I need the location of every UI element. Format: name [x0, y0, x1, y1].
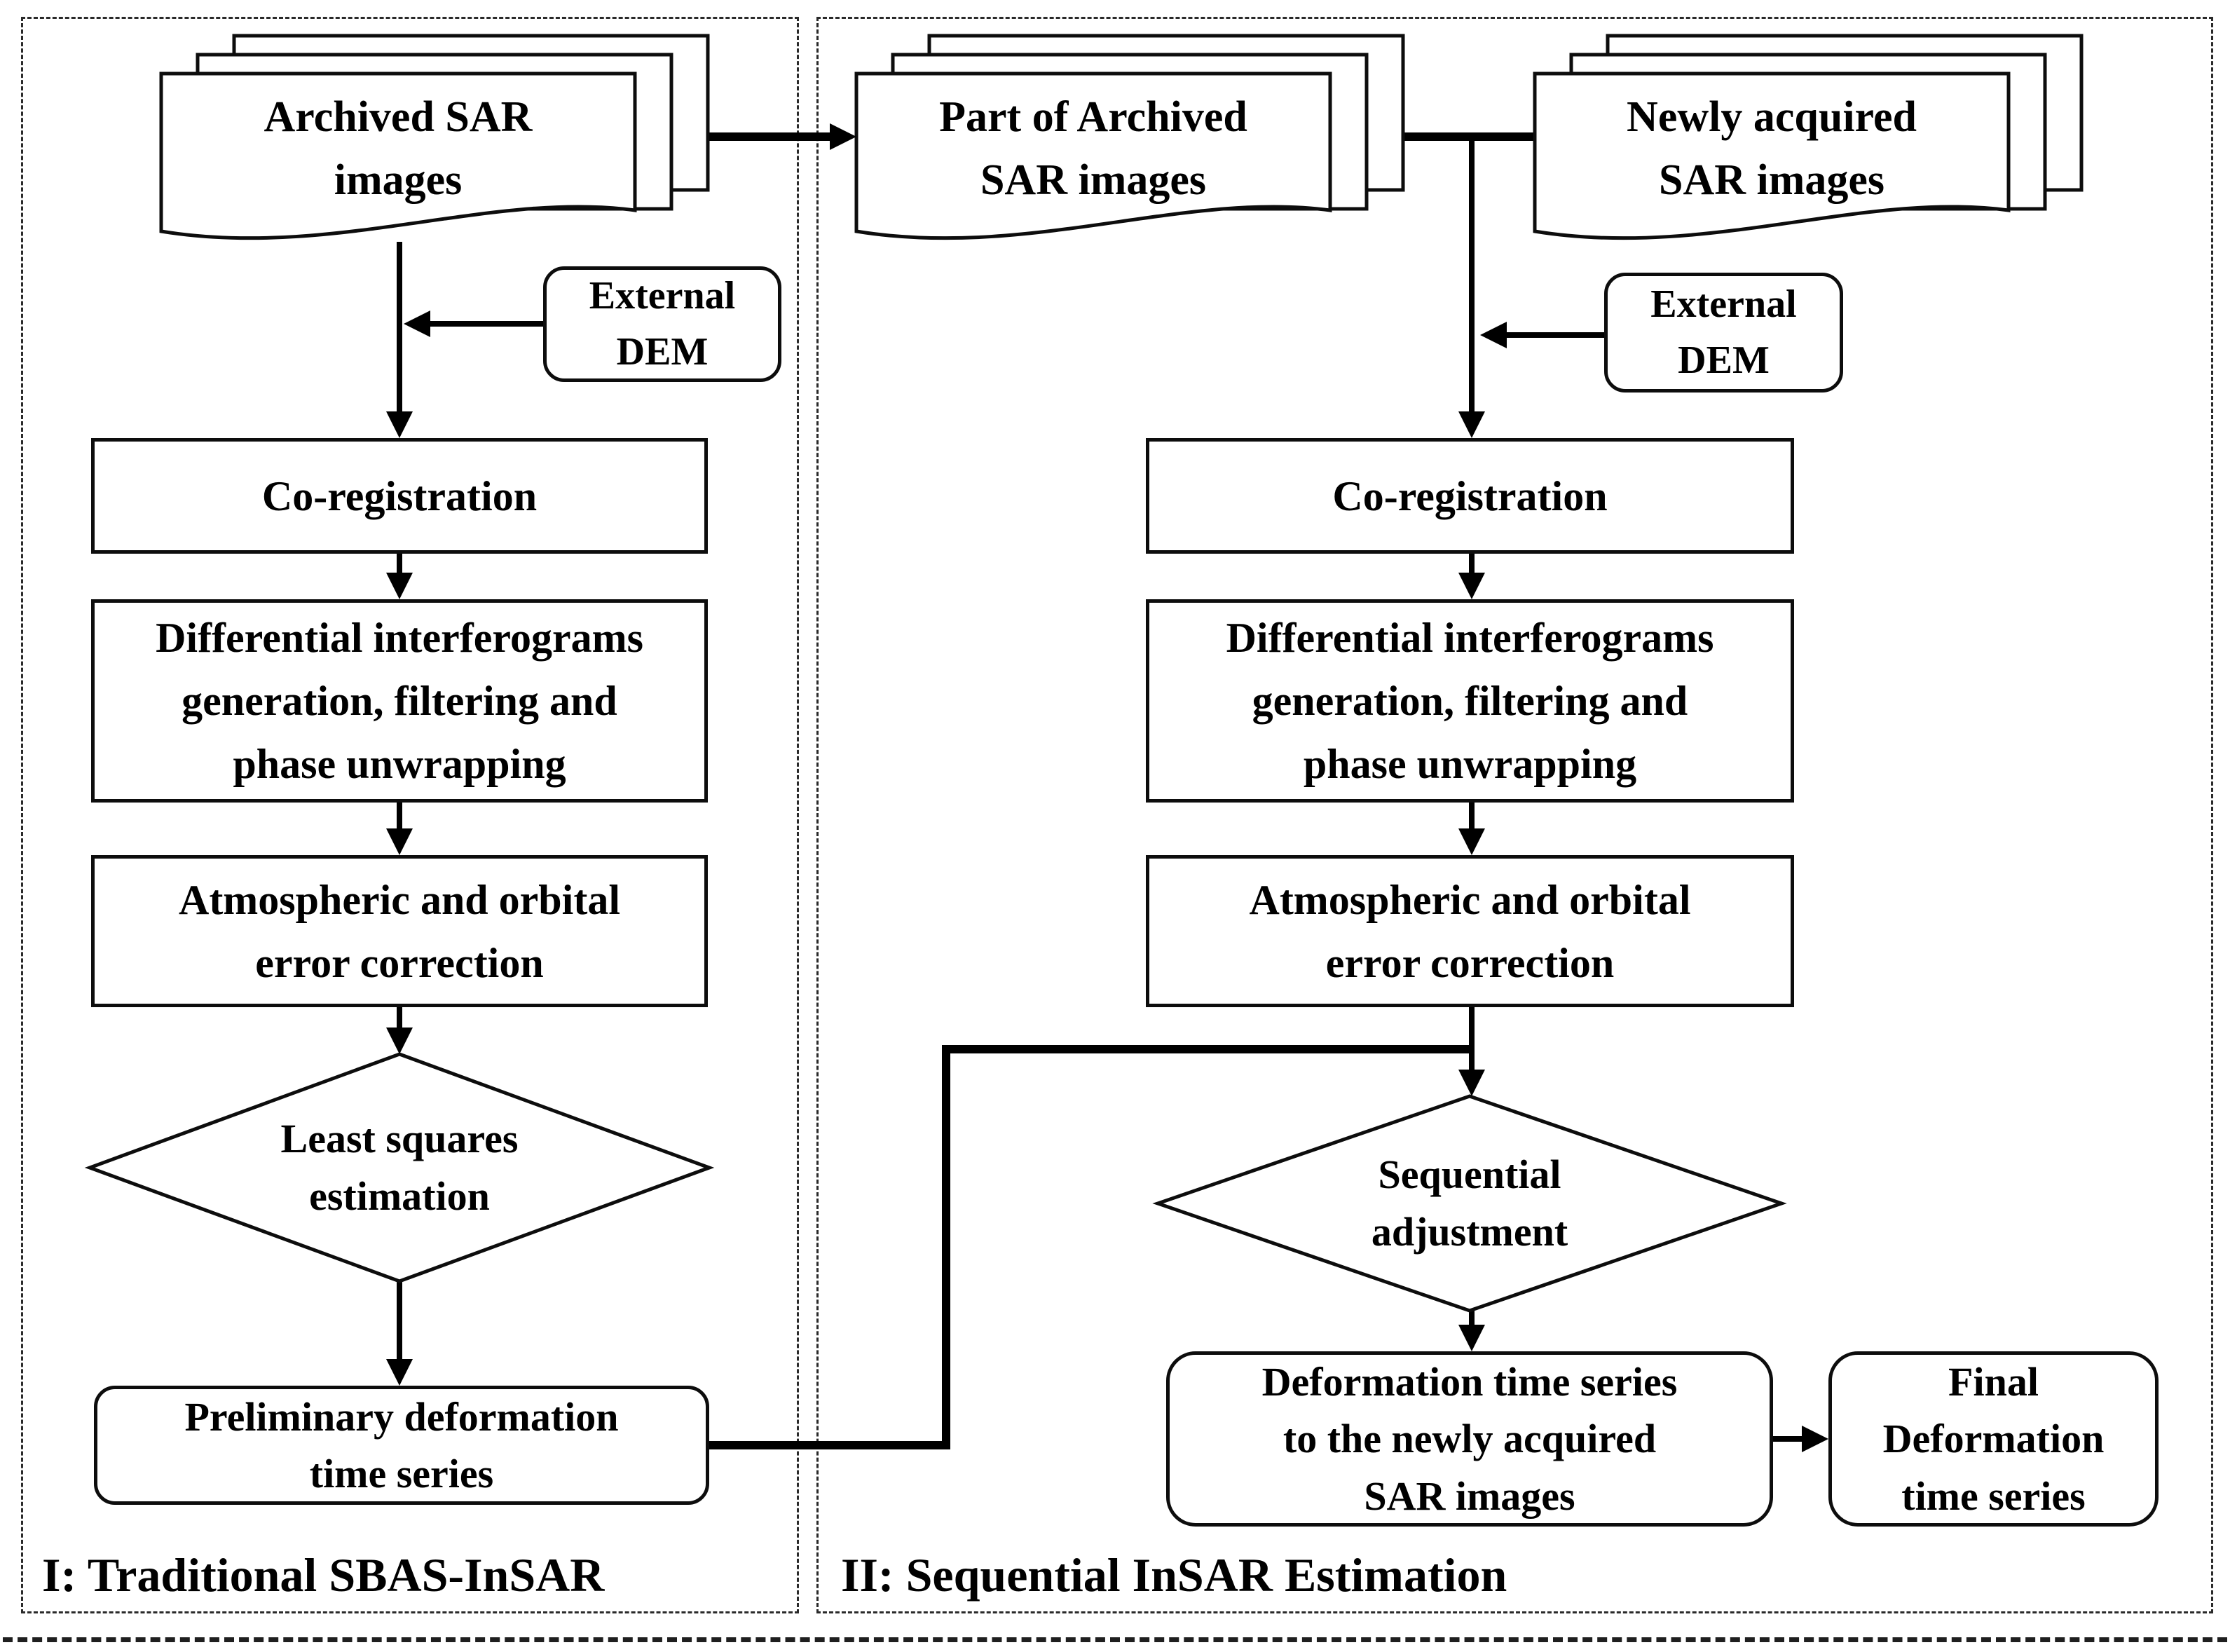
box-differential-interferograms-right: Differential interferograms generation, …	[1146, 599, 1794, 803]
arrowhead-dem-left	[404, 310, 430, 337]
document-shapes	[159, 34, 2084, 240]
doc-part-of-archived-sar-images	[854, 34, 1405, 240]
final-deformation-label: Final Deformation time series	[1882, 1359, 2105, 1519]
differential-left-label: Differential interferograms generation, …	[156, 615, 643, 787]
arrowhead-into-atm-left	[386, 828, 413, 855]
doc-front-sheet	[159, 71, 637, 240]
arrowhead-into-diff-left	[386, 573, 413, 599]
external-dem-left-label: External DEM	[589, 273, 736, 374]
box-atmospheric-orbital-left: Atmospheric and orbital error correction	[91, 855, 708, 1007]
differential-right-label: Differential interferograms generation, …	[1226, 615, 1714, 787]
arrowhead-into-deform-box	[1458, 1325, 1485, 1351]
box-atmospheric-orbital-right: Atmospheric and orbital error correction	[1146, 855, 1794, 1007]
box-co-registration-right: Co-registration	[1146, 438, 1794, 554]
external-dem-right-label: External DEM	[1650, 282, 1797, 382]
doc-archived-sar-images	[159, 34, 710, 240]
connector-prelim-to-sequential	[709, 1045, 1472, 1449]
arrowhead-into-final-box	[1802, 1426, 1828, 1452]
arrowhead-into-sequential-adjustment	[1458, 1070, 1485, 1096]
arrowhead-into-coreg-left	[386, 411, 413, 438]
arrowhead-into-prelim	[386, 1359, 413, 1386]
arrowhead-dem-right	[1480, 322, 1507, 348]
bottom-dashed-rule	[3, 1637, 2227, 1642]
arrowhead-into-least-squares	[386, 1028, 413, 1054]
panel-sequential-insar-estimation	[816, 17, 2213, 1613]
arrowhead-into-part-archived	[830, 123, 856, 150]
arrowheads	[386, 123, 1828, 1452]
box-co-registration-left: Co-registration	[91, 438, 708, 554]
diamond-sequential-adjustment	[1152, 1094, 1787, 1313]
co-registration-right-label: Co-registration	[1332, 472, 1608, 519]
deformation-newly-acquired-label: Deformation time series to the newly acq…	[1261, 1359, 1678, 1519]
arrowhead-into-atm-right	[1458, 828, 1485, 855]
doc-front-sheet	[1533, 71, 2011, 240]
doc-newly-acquired-sar-images	[1533, 34, 2084, 240]
box-external-dem-right: External DEM	[1604, 273, 1843, 392]
panel-label-sequential-insar-estimation: II: Sequential InSAR Estimation	[841, 1548, 1507, 1602]
co-registration-left-label: Co-registration	[261, 472, 538, 519]
decision-diamonds	[84, 1052, 1787, 1313]
box-deformation-time-series-newly-acquired: Deformation time series to the newly acq…	[1166, 1351, 1773, 1527]
panel-label-traditional-sbas-insar: I: Traditional SBAS-InSAR	[42, 1548, 605, 1602]
arrowhead-into-diff-right	[1458, 573, 1485, 599]
preliminary-deformation-label: Preliminary deformation time series	[184, 1393, 619, 1496]
diamond-least-squares-estimation	[84, 1052, 715, 1283]
arrowhead-into-coreg-right	[1458, 411, 1485, 438]
atmospheric-right-label: Atmospheric and orbital error correction	[1249, 876, 1691, 986]
box-preliminary-deformation-time-series: Preliminary deformation time series	[94, 1386, 709, 1505]
box-differential-interferograms-left: Differential interferograms generation, …	[91, 599, 708, 803]
doc-front-sheet	[854, 71, 1332, 240]
panel-traditional-sbas-insar	[21, 17, 799, 1613]
box-final-deformation-time-series: Final Deformation time series	[1828, 1351, 2159, 1527]
atmospheric-left-label: Atmospheric and orbital error correction	[179, 876, 620, 986]
box-external-dem-left: External DEM	[543, 266, 781, 382]
